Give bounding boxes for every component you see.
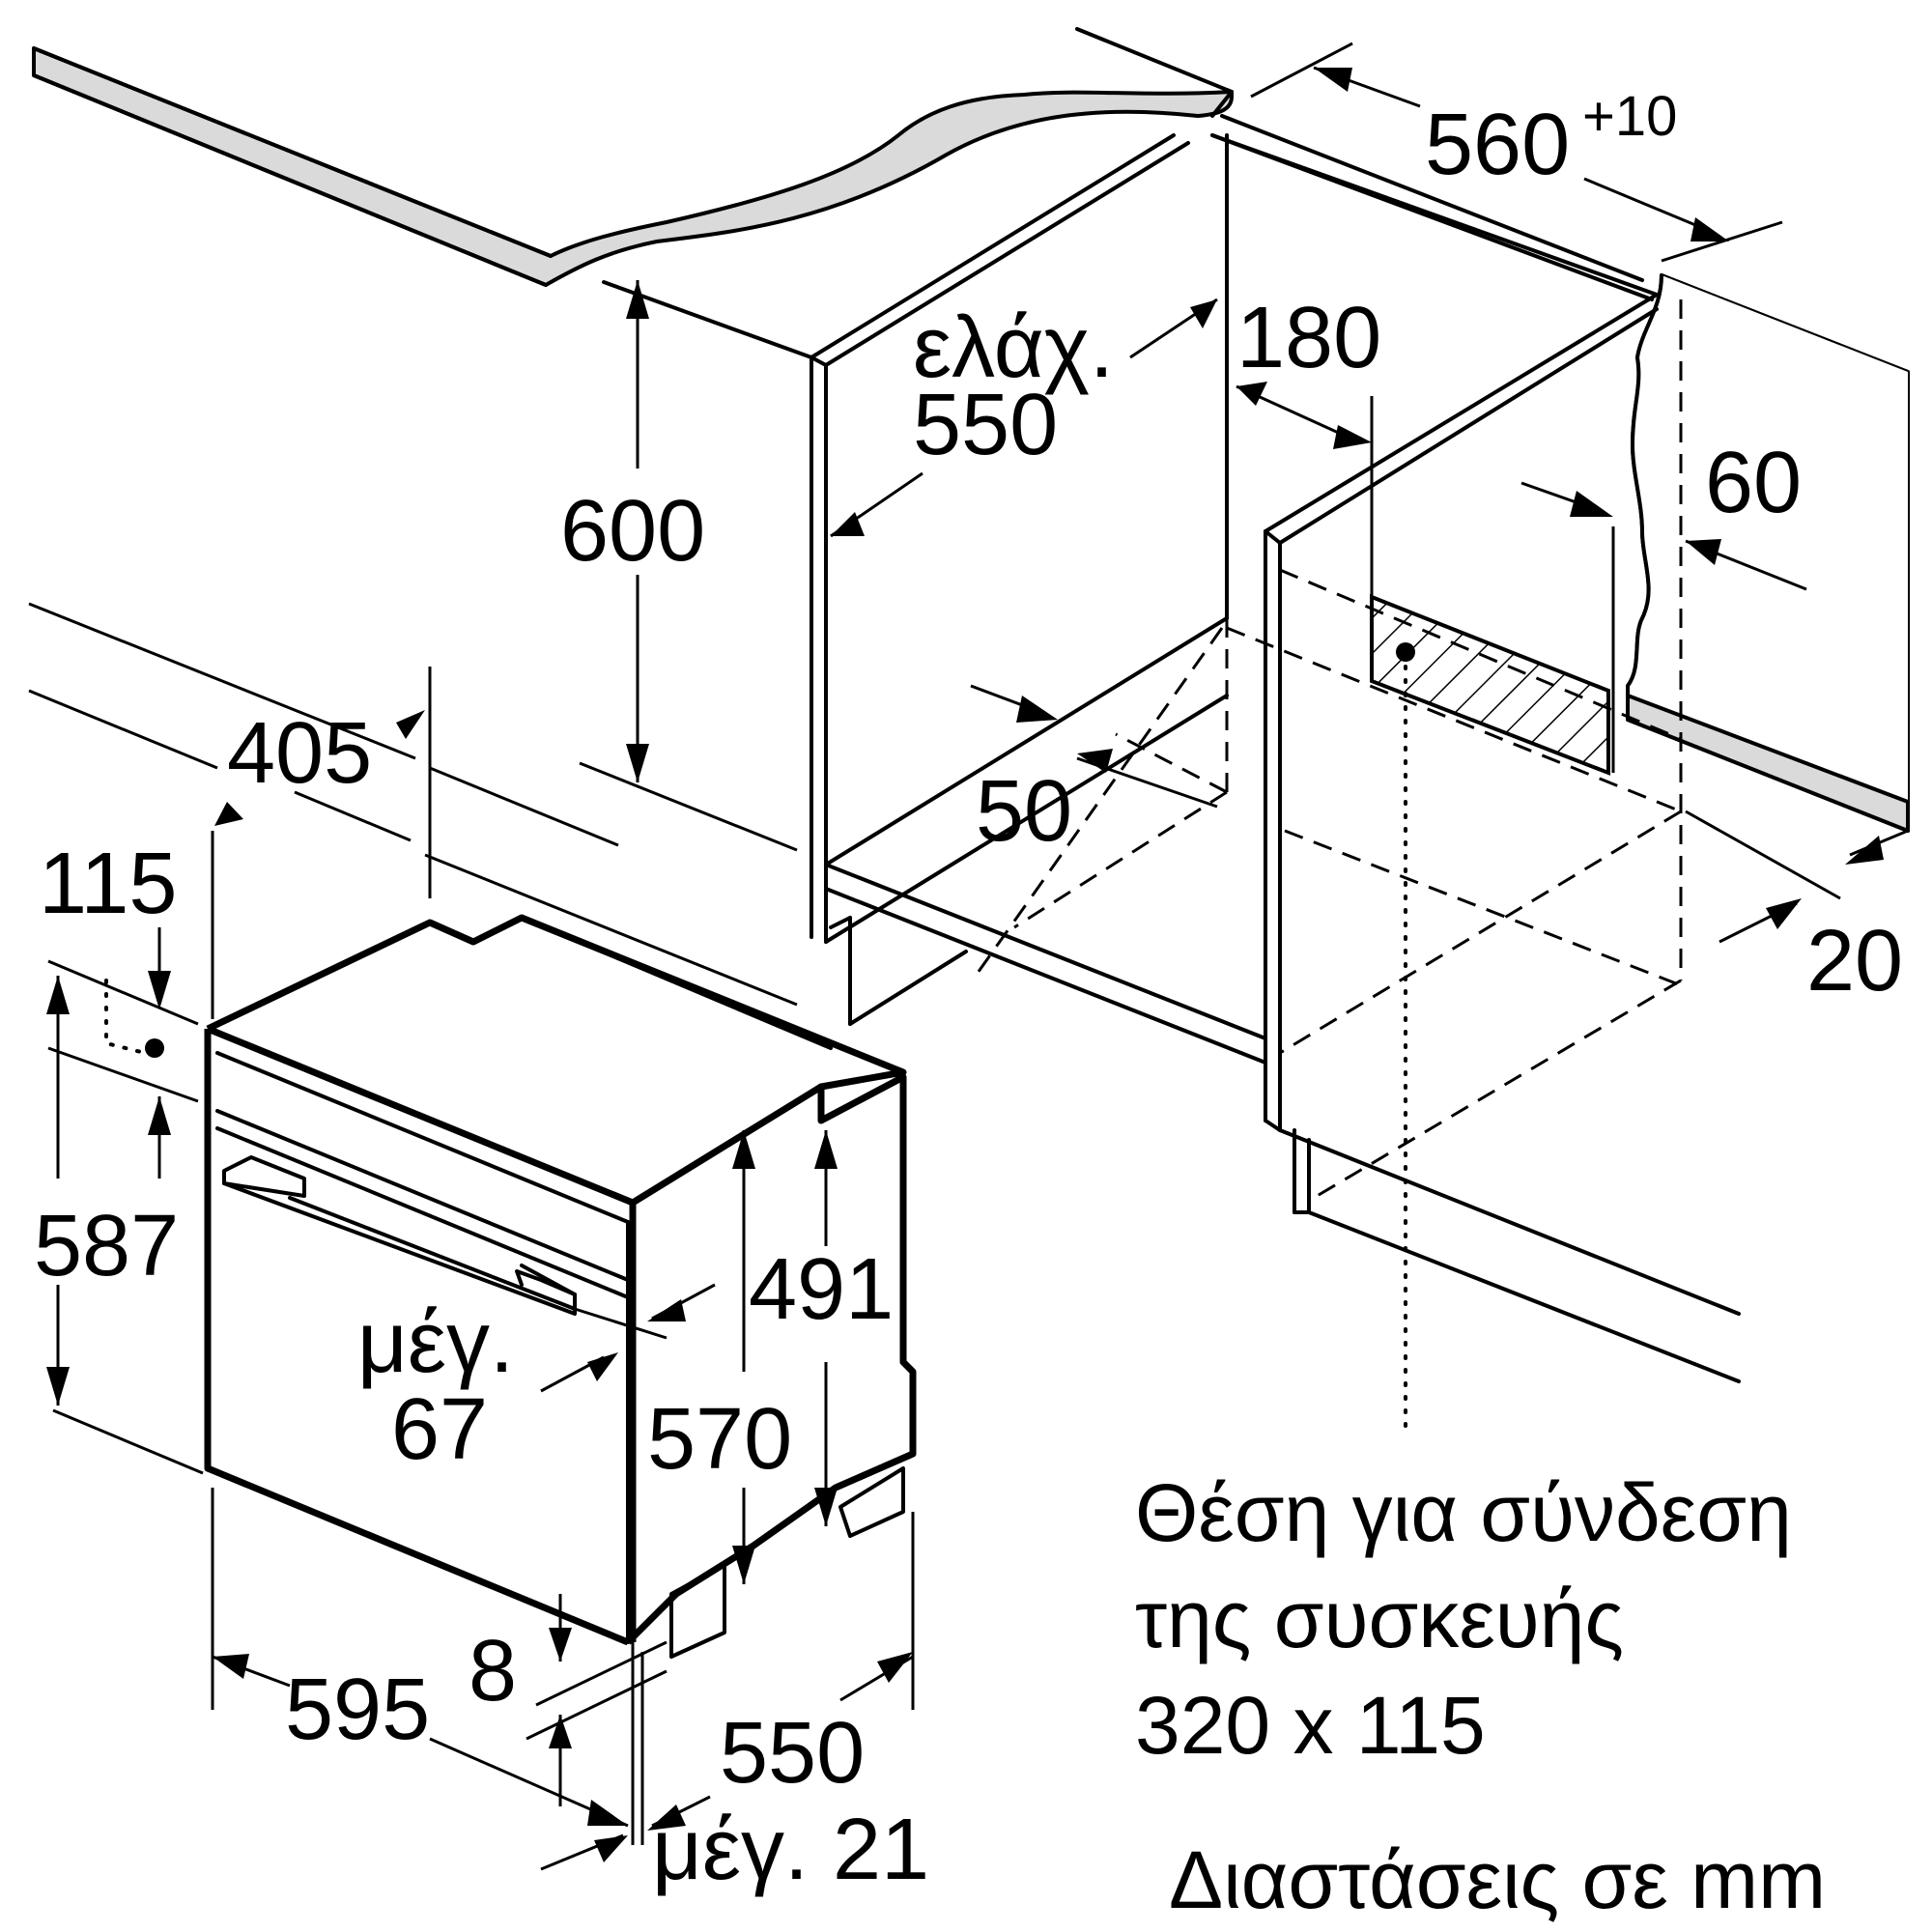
wall-right <box>1626 273 1910 833</box>
units-note: Διαστάσεις σε mm <box>1169 1834 1826 1925</box>
connection-note: Θέση για σύνδεση της συσκευής 320 x 115 <box>1135 1467 1792 1771</box>
label-560-tolerance: +10 <box>1582 85 1677 148</box>
label-550: 550 <box>720 1705 865 1802</box>
label-60: 60 <box>1705 435 1802 531</box>
label-20: 20 <box>1806 913 1903 1009</box>
label-600: 600 <box>560 483 705 580</box>
oven <box>204 914 917 1659</box>
label-587: 587 <box>34 1198 179 1294</box>
label-max-21: μέγ. 21 <box>652 1802 929 1898</box>
label-491: 491 <box>749 1241 894 1338</box>
connection-note-line1: Θέση για σύνδεση <box>1135 1467 1792 1558</box>
label-180: 180 <box>1236 290 1381 386</box>
dimension-labels: 560 +10 180 ελάχ. 550 600 60 405 115 50 … <box>34 85 1903 1898</box>
label-570: 570 <box>647 1391 792 1488</box>
label-405: 405 <box>227 705 372 802</box>
label-50: 50 <box>976 763 1072 860</box>
dimension-lines <box>28 42 1909 1871</box>
label-max-67: 67 <box>391 1381 488 1478</box>
label-8: 8 <box>469 1623 517 1719</box>
connection-note-line3: 320 x 115 <box>1135 1680 1486 1771</box>
connection-area <box>1370 594 1610 1432</box>
label-max-prefix: μέγ. <box>357 1294 514 1391</box>
label-min-550: 550 <box>913 377 1058 473</box>
connection-note-line2: της συσκευής <box>1135 1574 1624 1664</box>
label-560: 560 <box>1425 97 1570 193</box>
countertop <box>32 46 1234 287</box>
label-min-prefix: ελάχ. <box>913 299 1114 396</box>
label-595: 595 <box>285 1662 430 1758</box>
cabinet <box>602 133 1741 1383</box>
label-115: 115 <box>39 836 177 932</box>
